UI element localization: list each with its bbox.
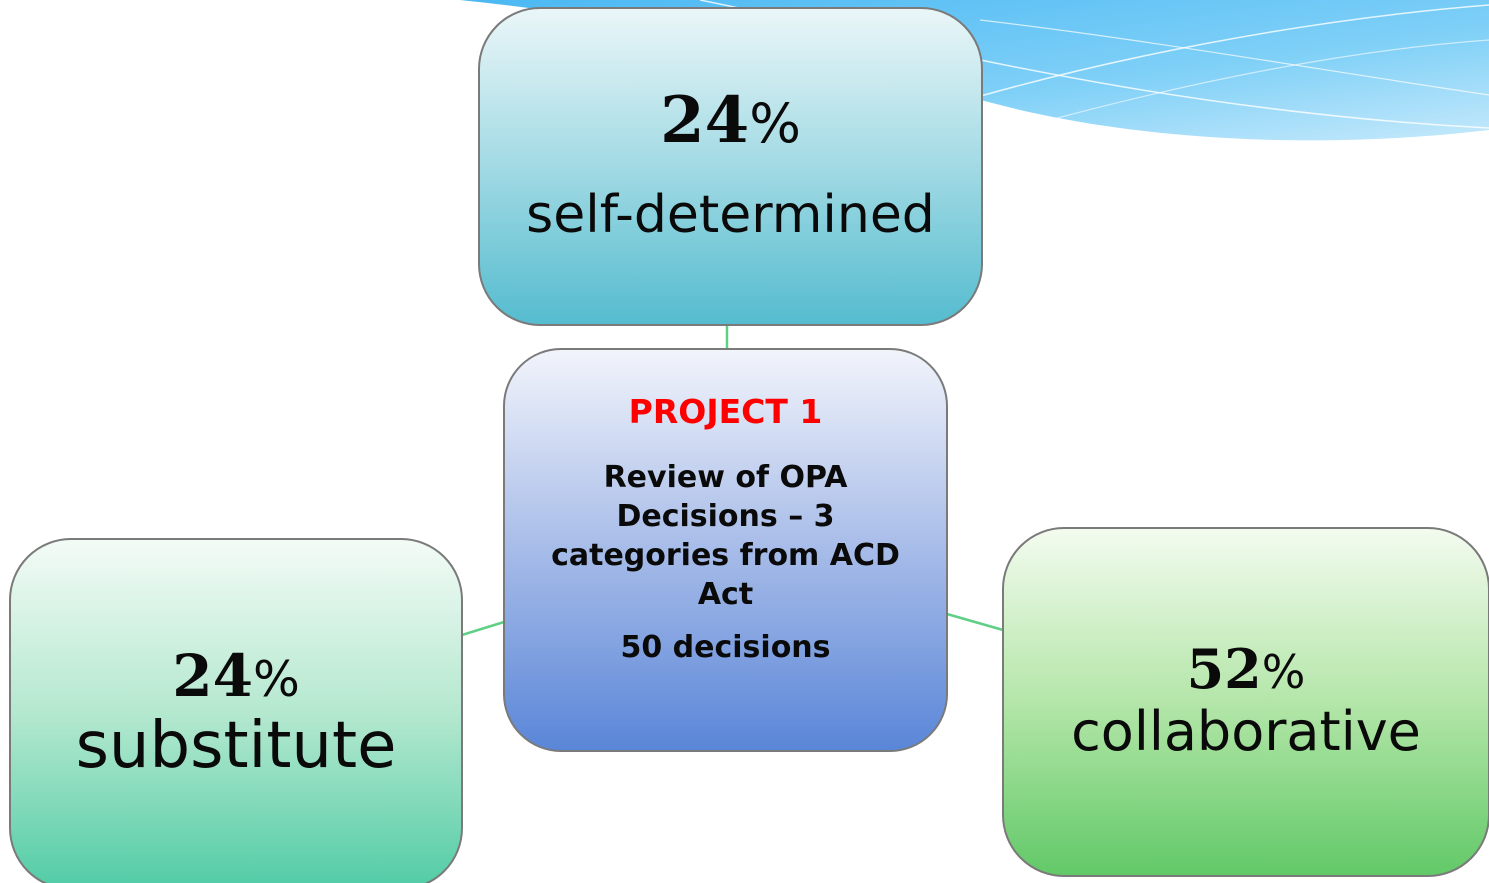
node-left-percent-value: 24 xyxy=(172,641,253,710)
node-top-percent-value: 24 xyxy=(660,82,750,158)
node-right-percent-value: 52 xyxy=(1186,637,1262,702)
node-substitute: 24% substitute xyxy=(9,538,463,883)
node-top-label: self-determined xyxy=(526,184,935,245)
node-center-project: PROJECT 1 Review of OPA Decisions – 3 ca… xyxy=(503,348,948,752)
node-top-percent: 24% xyxy=(660,88,801,155)
center-title: PROJECT 1 xyxy=(628,392,823,431)
node-self-determined: 24% self-determined xyxy=(478,7,983,326)
center-description: Review of OPA Decisions – 3 categories f… xyxy=(551,459,900,612)
node-left-percent: 24% xyxy=(172,647,300,705)
center-count: 50 decisions xyxy=(620,629,831,665)
node-right-label: collaborative xyxy=(1071,700,1421,764)
connector-left xyxy=(461,620,505,637)
node-collaborative: 52% collaborative xyxy=(1002,527,1489,877)
node-top-percent-sign: % xyxy=(749,91,801,155)
node-right-percent-sign: % xyxy=(1261,645,1306,700)
node-left-label: substitute xyxy=(75,708,397,783)
node-left-percent-sign: % xyxy=(252,649,300,708)
node-right-percent: 52% xyxy=(1187,642,1306,696)
connector-right xyxy=(946,612,1004,632)
